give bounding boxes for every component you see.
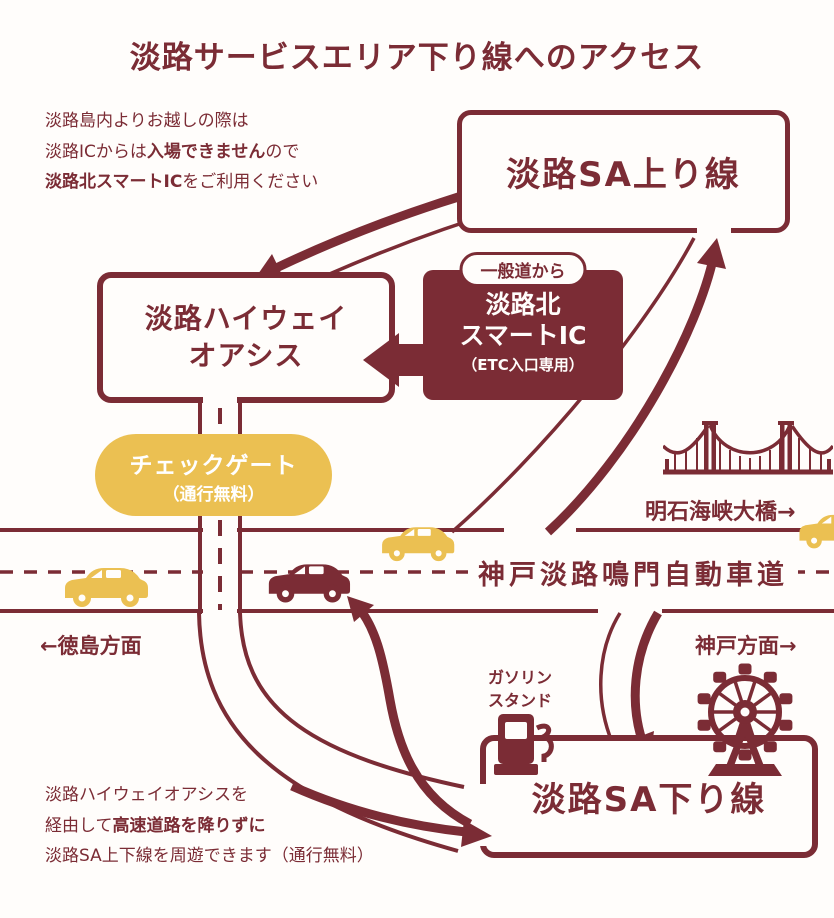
check-gate-pill: チェックゲート （通行無料） (95, 434, 332, 516)
maroon-car-icon (262, 556, 352, 606)
top-note-line3: 淡路北スマートICをご利用ください (45, 172, 319, 193)
bottom-note-line1: 淡路ハイウェイオアシスを (45, 785, 248, 805)
bottom-note: 淡路ハイウェイオアシスを 経由して高速道路を降りずに 淡路SA上下線を周遊できま… (45, 780, 374, 872)
suspension-bridge-icon (663, 412, 833, 492)
yellow-car-icon (58, 560, 150, 610)
bottom-note-line2: 経由して高速道路を降りずに (45, 815, 266, 836)
tokushima-direction-label: ←徳島方面 (40, 634, 142, 658)
highway-oasis-box: 淡路ハイウェイ オアシス (97, 272, 395, 403)
top-note-line2: 淡路ICからは入場できませんので (45, 141, 300, 162)
bottom-note-line3: 淡路SA上下線を周遊できます（通行無料） (45, 846, 374, 867)
check-gate-line2: （通行無料） (162, 484, 265, 505)
overpass-white-deck (203, 524, 237, 616)
oasis-label-line1: 淡路ハイウェイ (144, 302, 348, 336)
ferris-wheel-icon (688, 662, 803, 780)
ferris-wheel-gondolas (697, 663, 793, 761)
sa-up-line-label: 淡路SA上り線 (506, 155, 741, 195)
yellow-van-edge-icon (793, 508, 834, 551)
check-gate-line1: チェックゲート (129, 452, 298, 479)
kobe-direction-label: 神戸方面→ (695, 634, 797, 658)
gas-station-label: ガソリン スタンド (487, 668, 552, 711)
sa-up-line-box: 淡路SA上り線 (457, 110, 790, 233)
highway-label: 神戸淡路鳴門自動車道 (468, 553, 798, 592)
yellow-van-icon (376, 520, 456, 564)
smart-ic-badge: 一般道から (459, 252, 587, 287)
smart-ic-line2: スマートIC (459, 321, 587, 350)
gas-pump-icon (494, 712, 558, 778)
smart-ic-box: 一般道から 淡路北 スマートIC （ETC入口専用） (423, 252, 623, 400)
sa-down-line-label: 淡路SA下り線 (531, 780, 767, 820)
bridge-label: 明石海峡大橋→ (645, 500, 796, 525)
oasis-label-line2: オアシス (188, 338, 304, 372)
top-note: 淡路島内よりお越しの際は 淡路ICからは入場できませんので 淡路北スマートICを… (45, 106, 318, 198)
smart-ic-line1: 淡路北 (485, 290, 561, 319)
page-title: 淡路サービスエリア下り線へのアクセス (129, 40, 705, 76)
smart-ic-line3: （ETC入口専用） (462, 356, 584, 375)
top-note-line1: 淡路島内よりお越しの際は (45, 111, 249, 131)
